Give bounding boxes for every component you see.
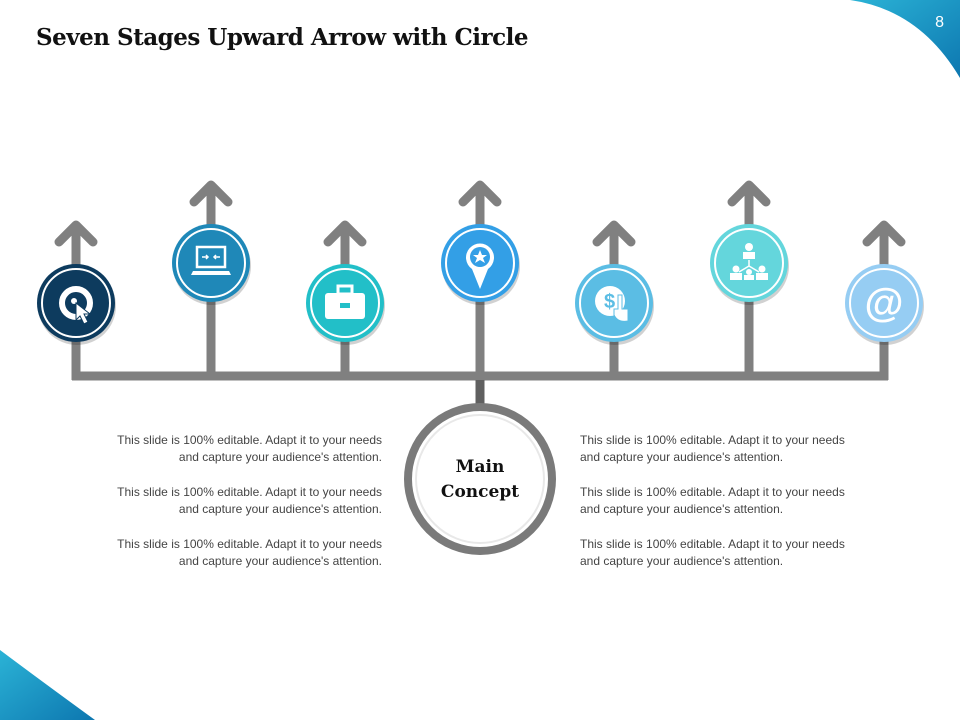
stage-circle xyxy=(845,264,923,342)
stage-circle xyxy=(172,224,250,302)
laptop-transfer-icon xyxy=(191,245,231,275)
stage-2 xyxy=(172,180,251,380)
stage-5: $ xyxy=(575,220,654,380)
stage-1 xyxy=(37,220,116,380)
arrowhead-icon xyxy=(323,220,367,247)
connector-lines xyxy=(72,371,888,404)
left-text-1: This slide is 100% editable. Adapt it to… xyxy=(117,433,382,464)
main-concept-circle xyxy=(404,403,556,555)
stage-circle-ring xyxy=(579,268,649,338)
stage-circle-ring xyxy=(310,268,380,338)
svg-text:$: $ xyxy=(604,291,615,313)
stage-3 xyxy=(306,220,385,380)
main-concept-line2: Concept xyxy=(440,482,520,502)
target-click-icon xyxy=(59,286,93,325)
corner-decoration-bottom-left xyxy=(0,650,95,720)
stage-circle-ring xyxy=(714,228,784,298)
arrowhead-icon xyxy=(458,180,502,207)
stage-6 xyxy=(710,180,789,380)
stage-4 xyxy=(441,180,520,380)
right-text-3: This slide is 100% editable. Adapt it to… xyxy=(580,537,845,568)
corner-decoration-top-right xyxy=(850,0,960,78)
org-chart-icon xyxy=(730,243,768,280)
stage-7: @ xyxy=(845,220,924,380)
arrowhead-icon xyxy=(592,220,636,247)
stage-circle-ring xyxy=(41,268,111,338)
location-star-icon xyxy=(466,243,494,289)
stage-circle-ring xyxy=(445,228,515,298)
main-concept-label: Main Concept xyxy=(405,455,555,505)
at-sign-icon: @ xyxy=(864,281,903,325)
right-text-2: This slide is 100% editable. Adapt it to… xyxy=(580,485,845,516)
dollar-hand-icon: $ xyxy=(595,286,629,322)
left-text-3: This slide is 100% editable. Adapt it to… xyxy=(117,537,382,568)
stage-circle-ring xyxy=(176,228,246,298)
left-text-2: This slide is 100% editable. Adapt it to… xyxy=(117,485,382,516)
arrowhead-icon xyxy=(54,220,98,247)
main-concept-line1: Main xyxy=(455,457,505,477)
briefcase-icon xyxy=(325,284,365,319)
arrowhead-icon xyxy=(862,220,906,247)
arrowhead-icon xyxy=(727,180,771,207)
page-number: 8 xyxy=(935,14,944,31)
stage-circle-ring xyxy=(849,268,919,338)
slide-title: Seven Stages Upward Arrow with Circle xyxy=(36,24,528,51)
arrowhead-icon xyxy=(189,180,233,207)
right-text-1: This slide is 100% editable. Adapt it to… xyxy=(580,433,845,464)
svg-text:@: @ xyxy=(864,281,903,325)
